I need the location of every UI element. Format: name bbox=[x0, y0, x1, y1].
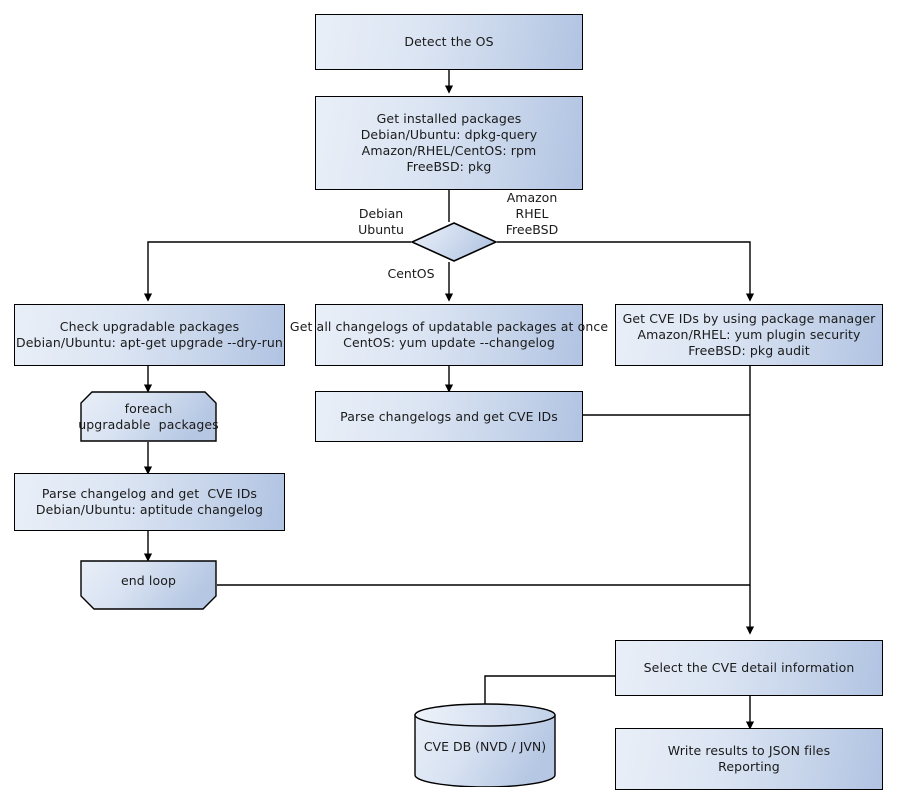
node-get-cve-ids-package-manager[interactable]: Get CVE IDs by using package manager Ama… bbox=[615, 304, 883, 366]
edge-label-debian-ubuntu: Debian Ubuntu bbox=[358, 206, 404, 237]
node-check-upgradable-packages[interactable]: Check upgradable packages Debian/Ubuntu:… bbox=[14, 304, 285, 366]
node-os-decision[interactable] bbox=[411, 222, 497, 262]
edge-label-amazon-rhel-freebsd: Amazon RHEL FreeBSD bbox=[505, 190, 559, 237]
node-parse-changelog-left[interactable]: Parse changelog and get CVE IDs Debian/U… bbox=[14, 473, 285, 531]
edge-cvedb-to-select bbox=[484, 675, 615, 705]
node-foreach-loop-start[interactable]: foreach upgradable packages bbox=[78, 391, 219, 442]
node-foreach-loop-start-label: foreach upgradable packages bbox=[78, 400, 219, 432]
node-end-loop-label: end loop bbox=[120, 573, 177, 588]
node-select-cve-detail[interactable]: Select the CVE detail information bbox=[615, 640, 883, 696]
edge-label-centos: CentOS bbox=[387, 266, 435, 281]
node-write-results[interactable]: Write results to JSON files Reporting bbox=[615, 728, 883, 790]
node-cve-db[interactable]: CVE DB (NVD / JVN) bbox=[413, 703, 557, 787]
node-detect-os[interactable]: Detect the OS bbox=[315, 14, 583, 70]
node-cve-db-label: CVE DB (NVD / JVN) bbox=[423, 739, 547, 754]
node-get-all-changelogs[interactable]: Get all changelogs of updatable packages… bbox=[290, 304, 608, 366]
node-end-loop[interactable]: end loop bbox=[80, 560, 217, 610]
edge-decision-to-cve-ids bbox=[497, 241, 755, 302]
node-parse-changelogs-center[interactable]: Parse changelogs and get CVE IDs bbox=[315, 391, 583, 442]
node-get-installed-packages[interactable]: Get installed packages Debian/Ubuntu: dp… bbox=[315, 96, 583, 190]
edge-decision-to-check-upgradable bbox=[143, 241, 411, 302]
